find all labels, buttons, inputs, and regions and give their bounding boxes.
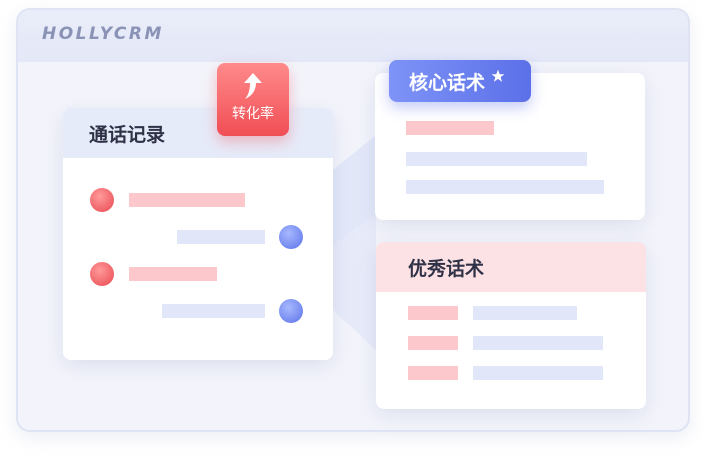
core-script-tag: 核心话术	[389, 60, 531, 102]
customer-message-bar	[129, 193, 245, 207]
agent-message-bar	[162, 304, 265, 318]
brand-logo: HOLLYCRM	[42, 24, 164, 44]
conversion-rate-label: 转化率	[232, 106, 274, 122]
agent-avatar-dot	[279, 225, 303, 249]
script-key-bar	[408, 366, 458, 380]
customer-message-bar	[129, 267, 217, 281]
call-records-title: 通话记录	[89, 123, 166, 146]
conversion-rate-badge: 转化率	[217, 63, 289, 136]
call-records-card: 通话记录	[63, 108, 333, 360]
agent-avatar-dot	[279, 299, 303, 323]
call-records-header: 通话记录	[63, 108, 333, 158]
core-script-title: 核心话术	[409, 71, 486, 94]
script-key-bar	[408, 306, 458, 320]
star-icon	[491, 69, 505, 82]
agent-message-bar	[177, 230, 265, 244]
excellent-script-card: 优秀话术	[376, 242, 646, 409]
curved-up-arrow-icon	[244, 73, 262, 99]
script-key-bar	[408, 336, 458, 350]
customer-avatar-dot	[90, 262, 114, 286]
excellent-script-title: 优秀话术	[408, 257, 485, 280]
script-value-bar	[473, 366, 603, 380]
script-line-bar	[406, 180, 604, 194]
script-line-bar	[406, 121, 494, 135]
customer-avatar-dot	[90, 188, 114, 212]
title-bar: HOLLYCRM	[18, 10, 688, 62]
script-value-bar	[473, 306, 577, 320]
script-line-bar	[406, 152, 587, 166]
excellent-script-header: 优秀话术	[376, 242, 646, 292]
script-value-bar	[473, 336, 603, 350]
